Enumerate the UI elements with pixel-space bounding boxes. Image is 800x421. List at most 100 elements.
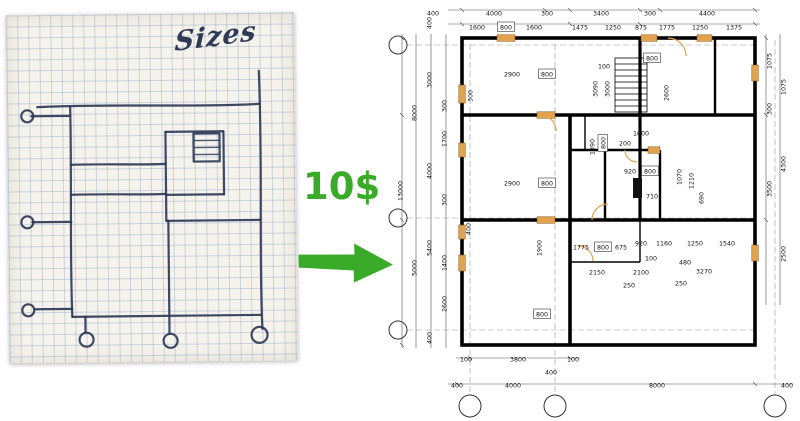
dim-label: 1250 — [687, 240, 703, 247]
dim-label: 1600 — [469, 24, 485, 31]
dim-label: 1775 — [573, 244, 589, 251]
hand-sketch-photo: Sizes — [6, 12, 298, 364]
dim-label: 875 — [635, 24, 647, 31]
sketch-line — [69, 105, 74, 318]
arrow-shape — [298, 243, 394, 283]
dim-label: 8000 — [411, 105, 418, 121]
dim-label: 2150 — [589, 269, 605, 276]
sketch-circle — [21, 303, 36, 318]
sketch-line — [71, 313, 263, 318]
dim-box — [641, 165, 659, 176]
dim-box — [497, 21, 515, 32]
dim-label: 1250 — [692, 24, 708, 31]
dim-label: 400 — [451, 382, 463, 389]
dim-label: 1250 — [605, 24, 621, 31]
dim-label: 1390 — [589, 139, 596, 155]
dim-label: 4000 — [426, 163, 433, 179]
dim-label: 920 — [635, 240, 647, 247]
dim-label: 400 — [545, 369, 557, 376]
dim-box — [533, 308, 551, 319]
dim-label: 4300 — [780, 156, 787, 172]
dim-box — [594, 241, 612, 252]
dim-label: 300 — [541, 10, 553, 17]
dim-label: 800 — [541, 180, 553, 187]
dim-label: 100 — [567, 356, 579, 363]
dim-label: 2900 — [504, 180, 520, 187]
dim-label: 300 — [441, 100, 448, 112]
dim-lines — [399, 7, 793, 387]
dim-label: 1775 — [659, 24, 675, 31]
axis-bubbles — [388, 35, 787, 418]
dim-label: 400 — [781, 382, 793, 389]
conversion-arrow-icon — [294, 236, 398, 292]
dim-label: 800 — [600, 137, 607, 149]
sketch-line — [165, 218, 262, 222]
dim-label: 3270 — [696, 268, 712, 275]
walls-layer — [460, 36, 757, 347]
dim-label: 300 — [766, 103, 773, 115]
dim-label: 3800 — [510, 356, 526, 363]
dim-label: 300 — [441, 194, 448, 206]
dim-label: 800 — [644, 168, 656, 175]
dim-label: 2100 — [633, 269, 649, 276]
stairs — [614, 57, 648, 113]
dim-label: 2600 — [441, 296, 448, 312]
dim-label: 250 — [675, 280, 687, 287]
dim-label: 300 — [644, 10, 656, 17]
dim-label: 1600 — [526, 24, 542, 31]
dim-label: 100 — [645, 255, 657, 262]
dim-label: 1210 — [688, 173, 695, 189]
price-label: 10$ — [303, 165, 381, 208]
sketch-line — [36, 102, 261, 109]
sketch-line — [69, 162, 167, 166]
dim-label: 710 — [646, 193, 658, 200]
dim-label: 8000 — [649, 382, 665, 389]
dim-box — [538, 68, 556, 79]
dim-label: 13000 — [397, 181, 404, 201]
dim-label: 100 — [460, 356, 472, 363]
dim-label: 800 — [536, 311, 548, 318]
dim-box — [597, 134, 608, 152]
sketch-stairs-hatch — [193, 139, 220, 156]
sketch-circle — [20, 109, 35, 124]
sketch-line — [257, 69, 264, 330]
dim-label: 675 — [615, 244, 627, 251]
sketch-drawing — [20, 69, 269, 349]
dim-label: 1075 — [780, 79, 787, 95]
dim-label: 800 — [646, 55, 658, 62]
sketch-circle — [20, 215, 35, 230]
sketch-line — [164, 130, 168, 222]
dim-label: 4000 — [505, 382, 521, 389]
dim-label: 920 — [624, 168, 636, 175]
sketch-line — [164, 193, 226, 196]
dim-label: 1475 — [572, 24, 588, 31]
dim-label: 1900 — [536, 240, 543, 256]
sketch-line — [222, 130, 226, 196]
dim-label: 5400 — [426, 240, 433, 256]
dim-label: 3500 — [766, 181, 773, 197]
doors-layer — [539, 37, 687, 262]
dim-label: 1540 — [719, 240, 735, 247]
dim-label: 1160 — [656, 240, 672, 247]
dim-label: 400 — [426, 332, 433, 344]
dim-label: 1000 — [633, 130, 649, 137]
dim-label: 800 — [541, 71, 553, 78]
dim-label: 3400 — [593, 10, 609, 17]
sketch-circle — [78, 331, 95, 348]
dim-label: 400 — [426, 17, 433, 29]
dim-label: 2500 — [780, 246, 787, 262]
dim-label: 200 — [619, 140, 631, 147]
dim-label: 2900 — [504, 71, 520, 78]
dim-label: 800 — [597, 244, 609, 251]
dim-label: 1075 — [766, 53, 773, 69]
dim-label: 100 — [598, 63, 610, 70]
dim-label: 4000 — [486, 10, 502, 17]
dim-label: 4400 — [699, 10, 715, 17]
dim-label: 250 — [623, 282, 635, 289]
dim-label: 690 — [698, 192, 705, 204]
dimension-labels: 400 4000 300 3400 300 4400 1600 800 1600 1475 1250… — [397, 10, 793, 389]
dim-label: 400 — [427, 10, 439, 17]
shaft — [633, 178, 642, 198]
